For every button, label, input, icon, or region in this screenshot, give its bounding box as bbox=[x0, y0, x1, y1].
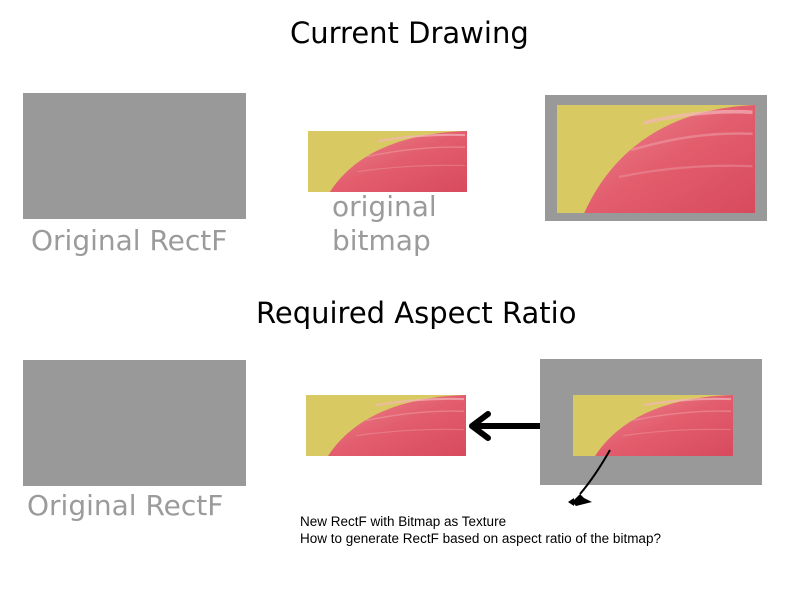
original-bitmap-label-line1: original bbox=[332, 190, 437, 223]
original-rectf-box-current bbox=[23, 93, 246, 219]
source-bitmap-image bbox=[306, 395, 466, 456]
section-title-current: Current Drawing bbox=[290, 16, 529, 50]
original-rectf-box-required bbox=[23, 360, 246, 486]
pointer-stroke-icon bbox=[568, 449, 611, 506]
stretched-bitmap-image bbox=[557, 105, 755, 213]
original-bitmap-image bbox=[308, 131, 467, 192]
annotation-line-2: How to generate RectF based on aspect ra… bbox=[300, 531, 661, 546]
original-rectf-label-required: Original RectF bbox=[27, 489, 224, 522]
section-title-required: Required Aspect Ratio bbox=[256, 296, 577, 330]
annotation-line-1: New RectF with Bitmap as Texture bbox=[300, 514, 507, 529]
original-bitmap-label-line2: bitmap bbox=[332, 224, 431, 257]
original-rectf-label-current: Original RectF bbox=[31, 224, 228, 257]
annotation-text: New RectF with Bitmap as Texture How to … bbox=[300, 513, 661, 547]
